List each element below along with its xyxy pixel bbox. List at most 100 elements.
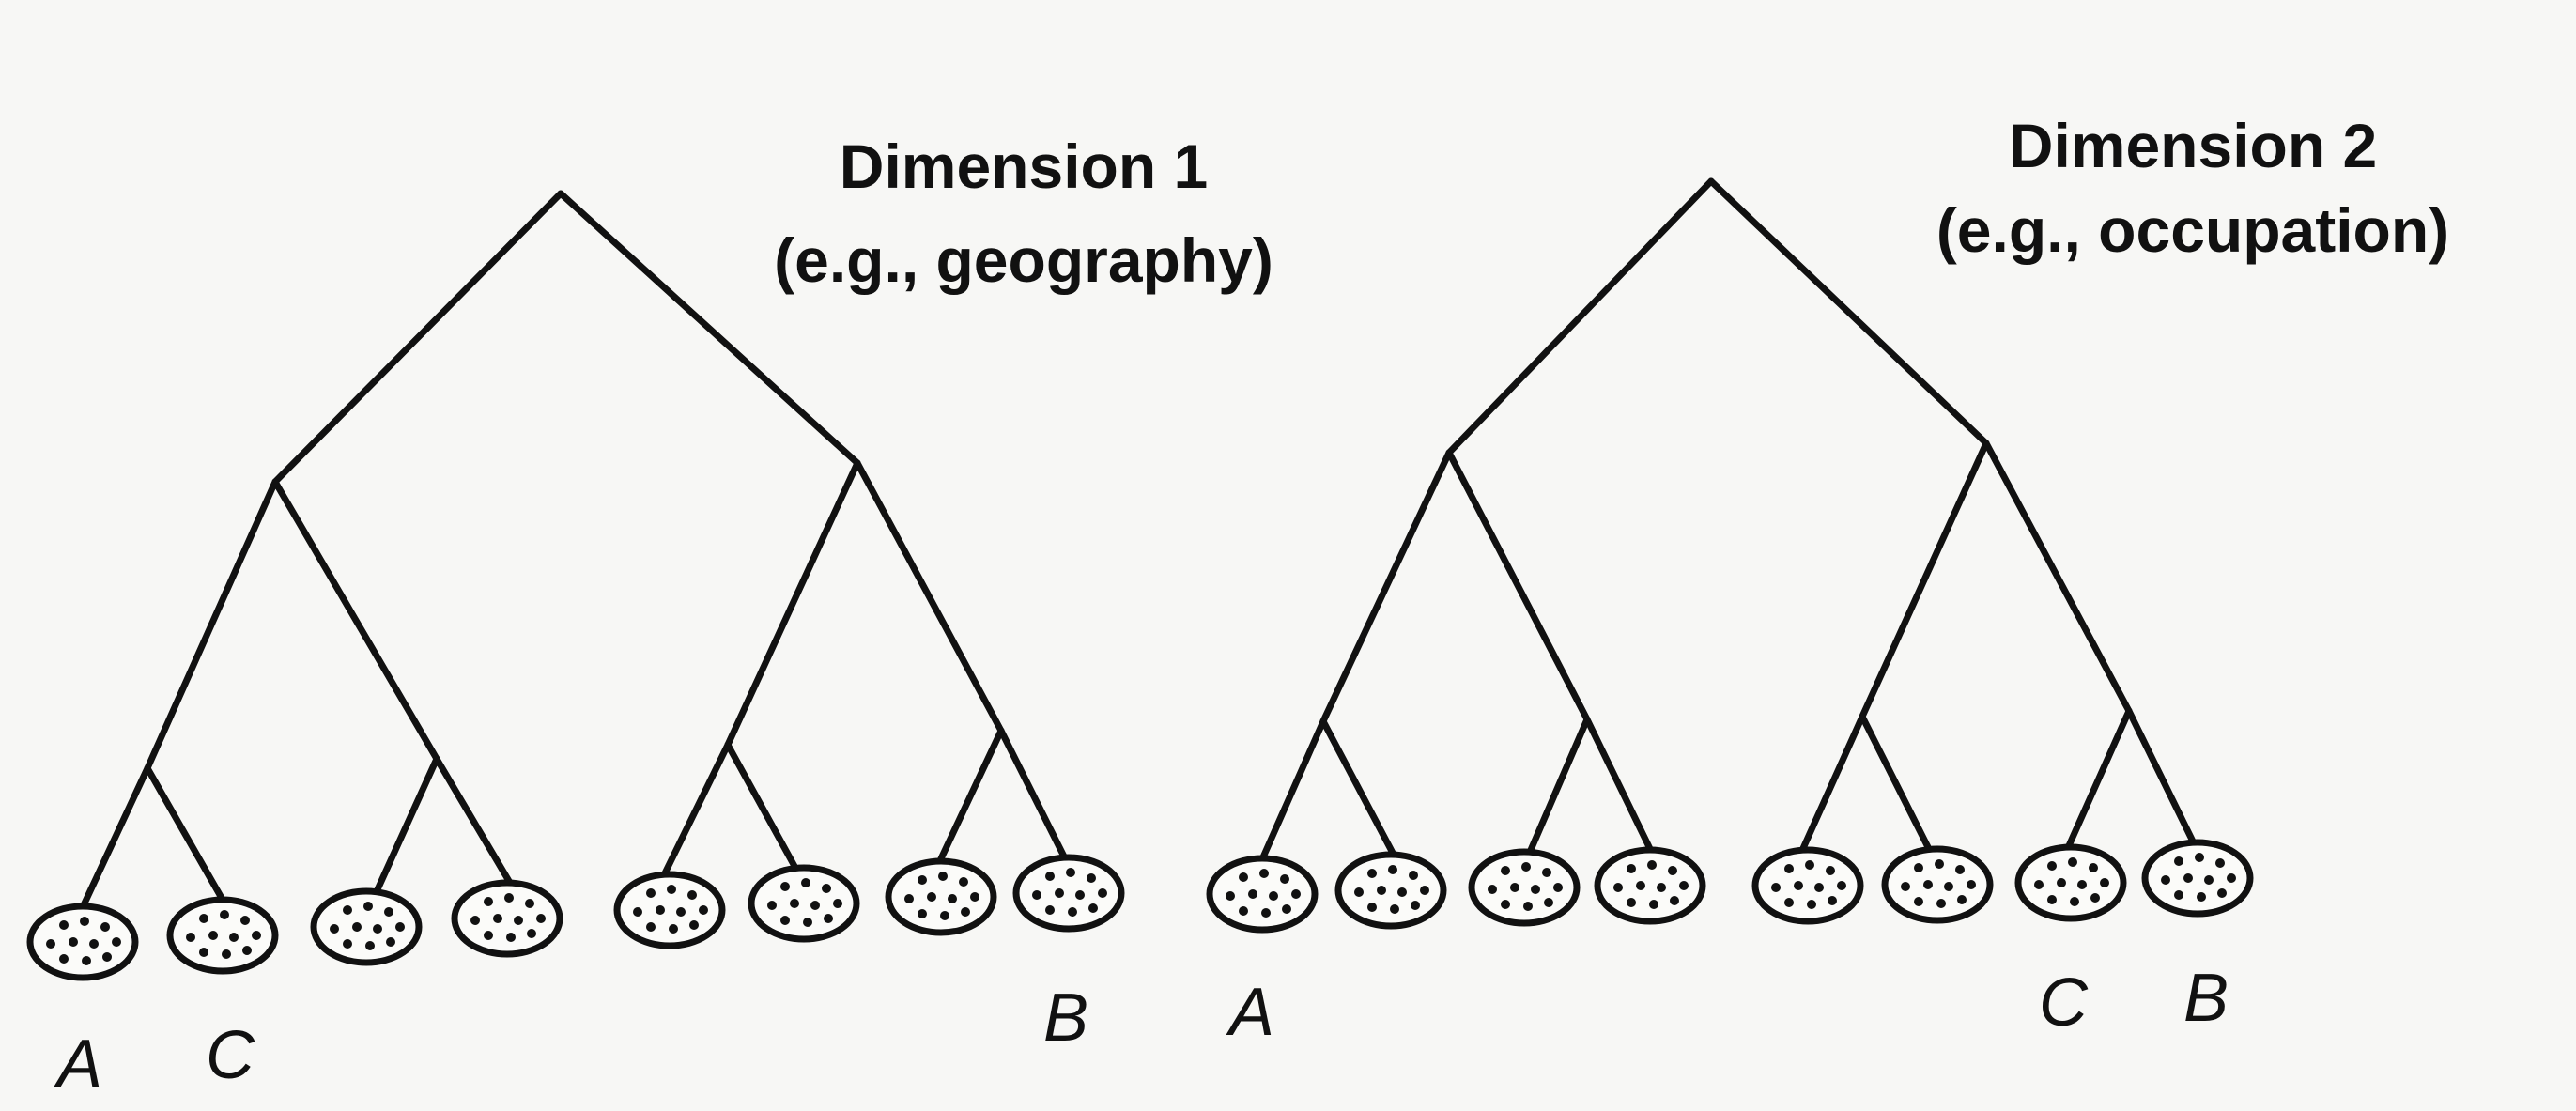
leaf-dot [484, 931, 493, 940]
tree-1-leaf-node [885, 857, 997, 936]
leaf-dot [199, 914, 208, 923]
tree-2-edge [1258, 718, 1327, 863]
leaf-dot [1226, 891, 1235, 901]
leaf-dot [689, 920, 699, 930]
tree-2-leaf-node [1206, 855, 1319, 934]
leaf-dot [1794, 881, 1803, 890]
leaf-dot [1367, 869, 1377, 878]
leaf-dot [1914, 863, 1923, 872]
leaf-dot [1807, 900, 1816, 909]
leaf-dot [1542, 868, 1551, 877]
leaf-dot [938, 872, 948, 881]
leaf-dot [384, 907, 393, 917]
leaf-dot [1955, 865, 1965, 874]
tree-1-edge [997, 727, 1072, 868]
leaf-dot [801, 878, 810, 887]
leaf-dot [2057, 878, 2066, 887]
tree-1-edge [724, 459, 861, 748]
tree-2-leaf-label-b: B [2183, 961, 2229, 1036]
leaf-dot [918, 909, 927, 918]
leaf-dot [1259, 869, 1269, 878]
leaf-dot [208, 931, 218, 940]
leaf-dot [2195, 853, 2204, 862]
leaf-dot [1901, 882, 1910, 891]
leaf-dot [1613, 883, 1623, 892]
leaf-dot [1409, 871, 1418, 880]
leaf-dot [536, 914, 546, 923]
leaf-dot [1066, 868, 1075, 877]
leaf-dot [1679, 881, 1689, 890]
leaf-dot [633, 907, 642, 917]
leaf-dot [506, 933, 516, 942]
leaf-dot [961, 907, 970, 917]
leaf-dot [2100, 878, 2109, 887]
leaf-dot [656, 905, 665, 915]
leaf-dot [2161, 875, 2170, 885]
leaf-dot [904, 894, 914, 903]
tree-2-edge [1445, 177, 1715, 456]
leaf-dot [667, 885, 676, 894]
leaf-dot [395, 922, 405, 932]
leaf-dot [824, 914, 833, 923]
leaf-dot [2204, 875, 2214, 885]
leaf-dot [1837, 881, 1846, 890]
tree-1-leaf-label-b: B [1043, 980, 1088, 1056]
tree-2-edge [1319, 449, 1453, 725]
leaf-dot [1088, 903, 1098, 913]
leaf-dot [112, 937, 121, 947]
tree-2-leaf-label-a: A [1226, 975, 1274, 1050]
leaf-dot [780, 882, 790, 891]
tree-1-title-line-2: (e.g., geography) [774, 225, 1273, 295]
leaf-dot [373, 924, 382, 934]
tree-1-edge [370, 755, 440, 902]
tree-2-edges [1258, 177, 2199, 863]
leaf-dot [240, 916, 250, 925]
tree-1-edge [933, 727, 1005, 872]
leaf-dot [1045, 872, 1055, 881]
leaf-dot [1828, 896, 1837, 905]
leaf-dot [1647, 860, 1657, 870]
leaf-dot [1784, 898, 1794, 907]
tree-2-edge [2063, 707, 2133, 854]
leaf-dot [1367, 903, 1377, 912]
leaf-dot [927, 892, 936, 902]
tree-1-leaf-node [451, 879, 563, 958]
tree-2-title-line-1: Dimension 2 [2009, 111, 2377, 180]
leaf-dot [1055, 888, 1064, 898]
leaf-dot [646, 888, 656, 898]
tree-1-leaf-node [748, 864, 860, 943]
leaf-dot [790, 899, 799, 908]
tree-1-edges [79, 190, 1072, 911]
leaf-dot [1411, 901, 1420, 910]
leaf-dot [1501, 866, 1510, 875]
leaf-dot [1544, 898, 1553, 907]
leaf-dot [527, 929, 536, 938]
leaf-dot [1261, 908, 1271, 918]
tree-2-edge [1797, 713, 1866, 858]
leaf-dot [918, 875, 927, 885]
leaf-dot [1668, 866, 1677, 875]
tree-1-title-line-1: Dimension 1 [840, 131, 1208, 201]
leaf-dot [1784, 864, 1794, 873]
tree-1-edge [433, 755, 519, 896]
tree-2-leaves [1206, 839, 2254, 934]
leaf-dot [1377, 886, 1386, 895]
tree-2-leaf-node [1751, 846, 1864, 925]
tree-1-leaf-node [166, 896, 279, 975]
tree-1-edge [557, 190, 861, 467]
leaf-dot [2047, 861, 2057, 871]
leaf-dot [1280, 874, 1289, 884]
leaf-dot [343, 939, 352, 949]
leaf-dot [822, 884, 831, 893]
leaf-dot [365, 941, 375, 950]
leaf-dot [1045, 905, 1055, 915]
leaf-dot [100, 922, 110, 932]
leaf-dot [1354, 887, 1364, 897]
leaf-dot [82, 956, 91, 965]
leaf-dot [1771, 883, 1781, 892]
leaf-dot [1531, 885, 1540, 894]
leaf-dot [767, 901, 777, 910]
leaf-dot [222, 949, 231, 959]
leaf-dot [1239, 872, 1248, 882]
tree-2-edge [1524, 716, 1591, 860]
